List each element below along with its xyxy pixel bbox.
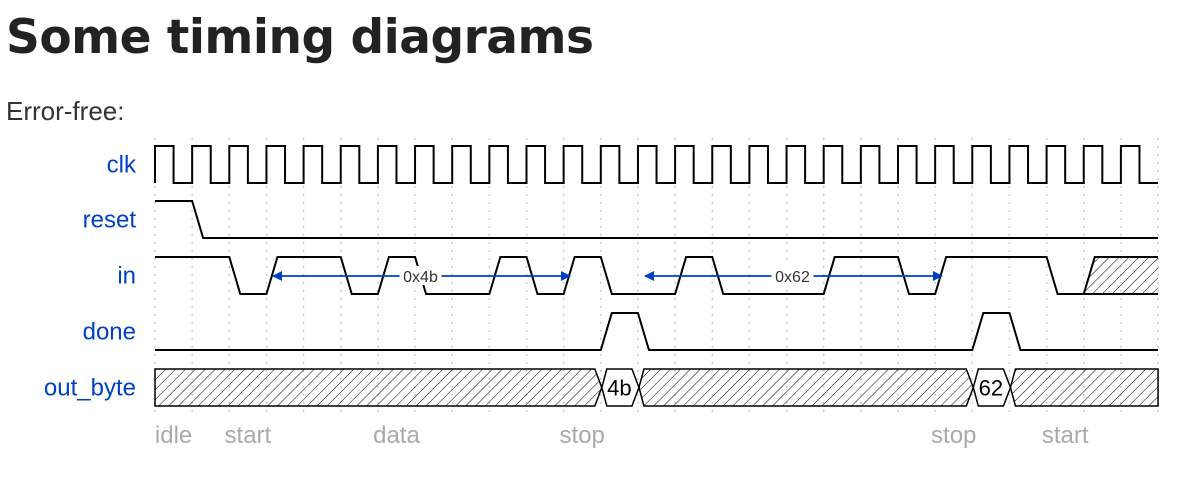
phase-label-start: start	[1042, 422, 1089, 449]
phase-labels: idle start data stop stop start	[155, 422, 1089, 449]
phase-label-stop: stop	[560, 422, 605, 449]
in-wave-unknown	[1083, 257, 1159, 294]
done-wave	[155, 312, 1159, 351]
phase-label-start: start	[225, 422, 272, 449]
bus-unknown-segment	[638, 368, 975, 407]
section-subtitle: Error-free:	[6, 96, 125, 126]
bus-value-62: 62	[979, 376, 1003, 401]
signal-label-done: done	[83, 319, 136, 346]
phase-label-data: data	[373, 422, 420, 449]
arrow-label-0x4b: 0x4b	[403, 269, 438, 286]
signal-label-reset: reset	[83, 207, 137, 234]
bus-value-segment	[601, 368, 640, 407]
phase-label-stop: stop	[931, 422, 976, 449]
bus-unknown-segment	[1009, 368, 1159, 407]
signal-label-clk: clk	[107, 152, 137, 179]
signal-label-in: in	[117, 263, 136, 290]
phase-label-idle: idle	[155, 422, 192, 449]
bus-value-4b: 4b	[607, 376, 631, 401]
signal-label-out-byte: out_byte	[44, 375, 136, 402]
clk-wave	[154, 145, 1159, 184]
reset-wave	[155, 200, 1159, 239]
page-title: Some timing diagrams	[6, 10, 594, 65]
bus-value-segment	[972, 368, 1012, 407]
arrow-label-bg	[399, 266, 442, 285]
in-wave-unknown-edge	[1082, 256, 1159, 295]
waveforms: 4b 62	[154, 145, 1159, 407]
arrow-label-bg	[771, 266, 814, 285]
signal-labels: clk reset in done out_byte	[44, 152, 137, 402]
annotations: 0x4b 0x62	[272, 266, 943, 286]
bus-unknown-segment	[154, 368, 603, 407]
arrow-label-0x62: 0x62	[775, 269, 810, 286]
